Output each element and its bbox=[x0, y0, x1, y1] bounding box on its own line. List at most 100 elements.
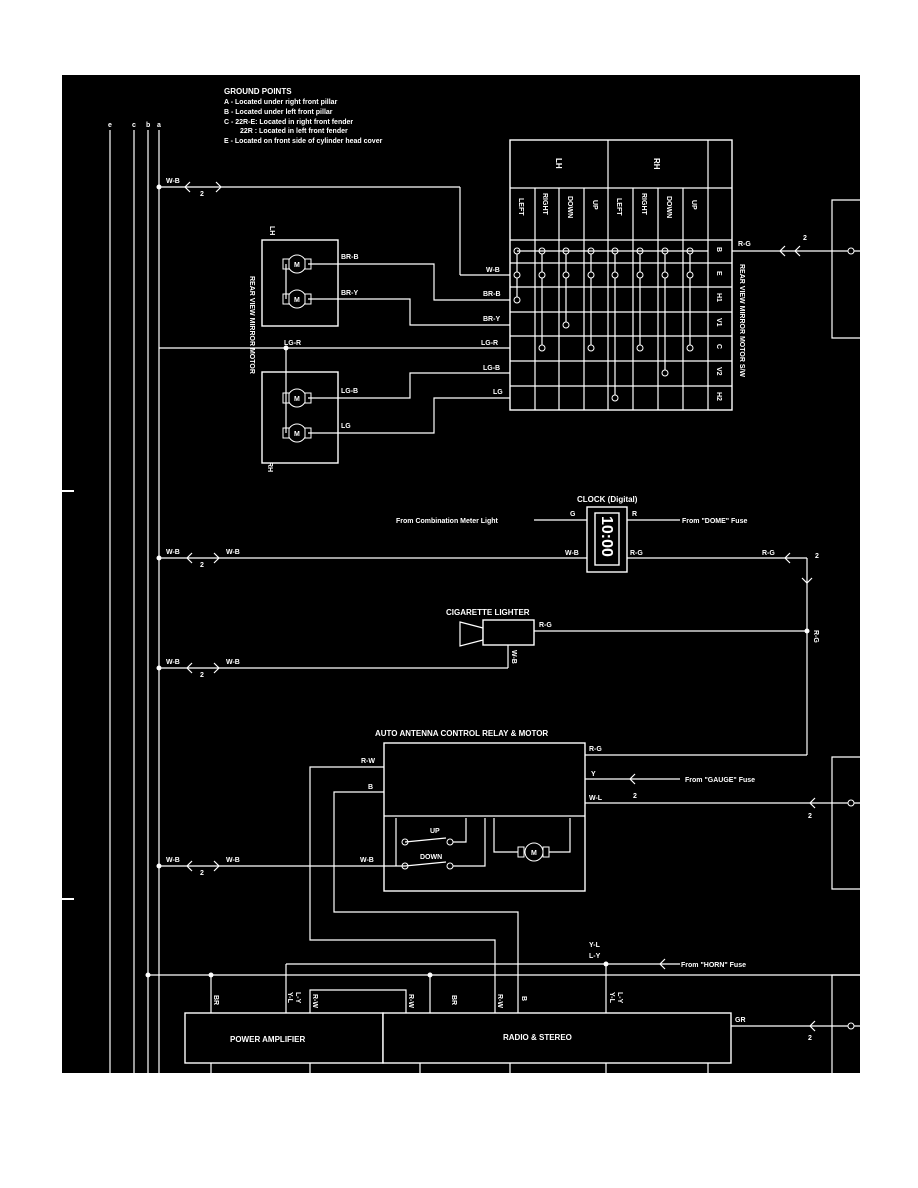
power-amplifier-box bbox=[184, 1012, 384, 1064]
rear-view-mirror-motor: LH RH REAR VIEW MIRROR MOTOR M M M M bbox=[248, 226, 339, 472]
svg-text:M: M bbox=[531, 850, 537, 857]
svg-text:R-G: R-G bbox=[630, 550, 643, 557]
ground-letter-c: c bbox=[132, 122, 136, 129]
mirror-feed-wire: R-G 2 bbox=[732, 199, 860, 339]
svg-text:BR: BR bbox=[212, 995, 219, 1005]
svg-text:R-W: R-W bbox=[361, 758, 375, 765]
wire-label-lgb-switch: LG-B bbox=[483, 365, 500, 372]
svg-text:Y: Y bbox=[591, 771, 596, 778]
svg-text:L-Y: L-Y bbox=[294, 992, 301, 1004]
wire-label-brb: BR-B bbox=[341, 254, 359, 261]
svg-text:M: M bbox=[294, 262, 300, 269]
svg-text:W-B: W-B bbox=[565, 550, 579, 557]
switch-pos-rh-up: UP bbox=[690, 200, 697, 210]
radio-stereo-box bbox=[382, 1012, 732, 1064]
cigarette-lighter: CIGARETTE LIGHTER R-G R-G W-B W-B W-B 2 bbox=[156, 608, 819, 679]
svg-text:R-W: R-W bbox=[311, 994, 318, 1008]
wire-label-rg: R-G bbox=[738, 241, 751, 248]
switch-terminal-v2: V2 bbox=[715, 367, 722, 376]
svg-text:W-B: W-B bbox=[166, 857, 180, 864]
clock-wires: W-B W-B W-B 2 R-G R-G 2 bbox=[156, 549, 819, 755]
wire-label-lgr: LG-R bbox=[284, 340, 301, 347]
svg-text:W-B: W-B bbox=[166, 549, 180, 556]
switch-pos-lh-right: RIGHT bbox=[541, 193, 548, 216]
cigarette-lighter-title: CIGARETTE LIGHTER bbox=[446, 608, 530, 617]
wiring-diagram: e c b a GROUND POINTS A - Located under … bbox=[108, 87, 860, 1073]
switch-terminal-h2: H2 bbox=[715, 392, 722, 401]
svg-text:M: M bbox=[294, 297, 300, 304]
svg-text:2: 2 bbox=[200, 870, 204, 877]
svg-text:B: B bbox=[368, 784, 373, 791]
svg-text:2: 2 bbox=[808, 1035, 812, 1042]
switch-terminal-h1: H1 bbox=[715, 293, 722, 302]
svg-text:M: M bbox=[294, 431, 300, 438]
svg-text:L-Y: L-Y bbox=[616, 992, 623, 1004]
switch-pos-lh-left: LEFT bbox=[517, 198, 524, 216]
svg-text:2: 2 bbox=[808, 813, 812, 820]
page-edge-mark bbox=[62, 490, 74, 492]
connector-male bbox=[184, 181, 191, 193]
wiring-diagram-panel: e c b a GROUND POINTS A - Located under … bbox=[62, 75, 860, 1073]
horn-fuse-label: From "HORN" Fuse bbox=[681, 962, 746, 969]
antenna-title: AUTO ANTENNA CONTROL RELAY & MOTOR bbox=[375, 729, 548, 738]
ground-point-b: B - Located under left front pillar bbox=[224, 109, 333, 116]
svg-text:2: 2 bbox=[633, 793, 637, 800]
ground-points-legend: GROUND POINTS A - Located under right fr… bbox=[224, 87, 383, 145]
svg-text:R-G: R-G bbox=[589, 746, 602, 753]
mirror-wires: BR-B BR-Y LG-R LG-B LG W-B BR-B BR-Y LG-… bbox=[159, 254, 517, 434]
svg-text:B: B bbox=[520, 996, 527, 1001]
svg-text:W-B: W-B bbox=[226, 659, 240, 666]
svg-text:L-Y: L-Y bbox=[589, 953, 601, 960]
mirror-lh-label: LH bbox=[268, 226, 275, 235]
svg-text:W-B: W-B bbox=[226, 549, 240, 556]
svg-text:2: 2 bbox=[815, 553, 819, 560]
connector-female bbox=[215, 181, 222, 193]
svg-text:M: M bbox=[294, 396, 300, 403]
switch-group-rh: RH bbox=[652, 158, 661, 170]
svg-text:R-W: R-W bbox=[407, 994, 414, 1008]
ground-letter-b: b bbox=[146, 122, 150, 129]
ground-points-title: GROUND POINTS bbox=[224, 87, 292, 96]
mirror-switch-table: LH RH LEFT RIGHT DOWN UP LEFT RIGHT DOWN… bbox=[509, 139, 745, 411]
ground-letter-a: a bbox=[157, 122, 161, 129]
lighter-icon bbox=[459, 621, 484, 647]
switch-pos-rh-down: DOWN bbox=[665, 196, 672, 218]
svg-text:BR: BR bbox=[450, 995, 457, 1005]
ground-point-c: C - 22R-E: Located in right front fender bbox=[224, 119, 353, 126]
horn-feed: Y-L L-Y From "HORN" Fuse bbox=[145, 942, 860, 1013]
wire-label-lg: LG bbox=[341, 423, 351, 430]
wire-label-bry: BR-Y bbox=[341, 290, 358, 297]
switch-title: REAR VIEW MIRROR MOTOR S/W bbox=[738, 264, 745, 377]
clock-from-meter: From Combination Meter Light bbox=[396, 518, 499, 525]
radio-stereo-label: RADIO & STEREO bbox=[503, 1033, 572, 1042]
wire-label-lgr-switch: LG-R bbox=[481, 340, 498, 347]
page-edge-mark bbox=[62, 898, 74, 900]
switch-contacts bbox=[513, 247, 708, 402]
wire-label-wb: W-B bbox=[166, 178, 180, 185]
mirror-lh-motor-box bbox=[261, 239, 339, 327]
antenna-from-gauge: From "GAUGE" Fuse bbox=[685, 777, 755, 784]
svg-text:R-G: R-G bbox=[812, 630, 819, 643]
wire-label-brb-switch: BR-B bbox=[483, 291, 501, 298]
switch-pos-rh-left: LEFT bbox=[615, 198, 622, 216]
mirror-rh-label: RH bbox=[266, 462, 273, 472]
clock-display: 10:00 bbox=[598, 516, 615, 557]
svg-text:W-B: W-B bbox=[166, 659, 180, 666]
wire-label-lg-switch: LG bbox=[493, 389, 503, 396]
switch-terminal-v1: V1 bbox=[715, 318, 722, 327]
clock: CLOCK (Digital) 10:00 From Combination M… bbox=[396, 495, 747, 573]
mirror-ground-wire: W-B 2 bbox=[156, 178, 517, 276]
svg-text:GR: GR bbox=[735, 1017, 746, 1024]
ground-point-c-22r: 22R : Located in left front fender bbox=[240, 128, 348, 135]
mirror-rh-motor-box bbox=[261, 371, 339, 464]
ground-point-a: A - Located under right front pillar bbox=[224, 99, 338, 106]
switch-pos-rh-right: RIGHT bbox=[640, 193, 647, 216]
antenna-down-label: DOWN bbox=[420, 854, 442, 861]
antenna-up-label: UP bbox=[430, 828, 440, 835]
wire-label-r: R bbox=[632, 511, 637, 518]
switch-terminal-b: B bbox=[715, 247, 722, 252]
ground-buses: e c b a bbox=[108, 122, 161, 1073]
svg-text:2: 2 bbox=[200, 672, 204, 679]
motor-icon: M bbox=[517, 842, 550, 862]
svg-text:W-B: W-B bbox=[510, 650, 517, 664]
